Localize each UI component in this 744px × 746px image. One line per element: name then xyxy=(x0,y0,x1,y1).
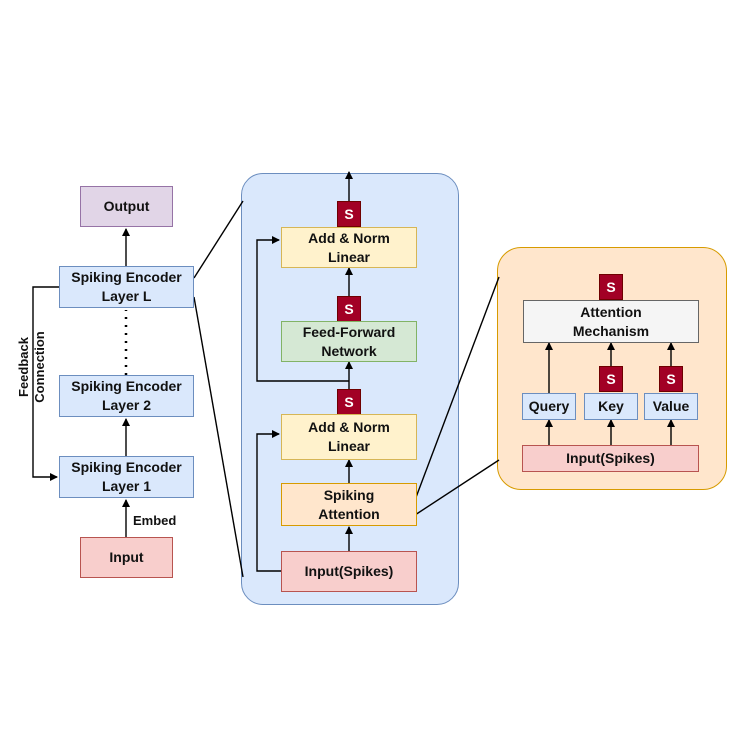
residual-arrow-bottom xyxy=(256,430,281,572)
encoder-layer-1[interactable]: Spiking Encoder Layer 1 xyxy=(59,456,194,498)
query-box: Query xyxy=(522,393,576,420)
zoom-line-attn-bottom xyxy=(414,459,500,516)
feed-forward-network: Feed-Forward Network xyxy=(281,321,417,362)
spike-badge-mid: S xyxy=(337,389,361,415)
zoom-line-top xyxy=(193,200,244,279)
spiking-attention[interactable]: Spiking Attention xyxy=(281,483,417,526)
zoom-line-attn-top xyxy=(414,276,500,501)
input-box: Input xyxy=(80,537,173,578)
residual-arrow-top xyxy=(256,236,349,382)
encoder-layer-2[interactable]: Spiking Encoder Layer 2 xyxy=(59,375,194,417)
feedback-arrow xyxy=(32,286,59,481)
zoom-line-bottom xyxy=(193,296,244,578)
spike-badge-key: S xyxy=(599,366,623,392)
attention-mechanism: Attention Mechanism xyxy=(523,300,699,343)
spike-badge-value: S xyxy=(659,366,683,392)
add-norm-linear-top: Add & Norm Linear xyxy=(281,227,417,268)
input-spikes-middle: Input(Spikes) xyxy=(281,551,417,592)
feedback-connection-label: Feedback Connection xyxy=(16,331,47,403)
spike-badge-attention-out: S xyxy=(599,274,623,300)
output-box: Output xyxy=(80,186,173,227)
spike-badge-ffn-out: S xyxy=(337,296,361,322)
embed-label: Embed xyxy=(133,513,177,528)
spike-badge-top: S xyxy=(337,201,361,227)
key-box: Key xyxy=(584,393,638,420)
add-norm-linear-bottom: Add & Norm Linear xyxy=(281,414,417,460)
input-spikes-right: Input(Spikes) xyxy=(522,445,699,472)
value-box: Value xyxy=(644,393,698,420)
encoder-layer-l[interactable]: Spiking Encoder Layer L xyxy=(59,266,194,308)
